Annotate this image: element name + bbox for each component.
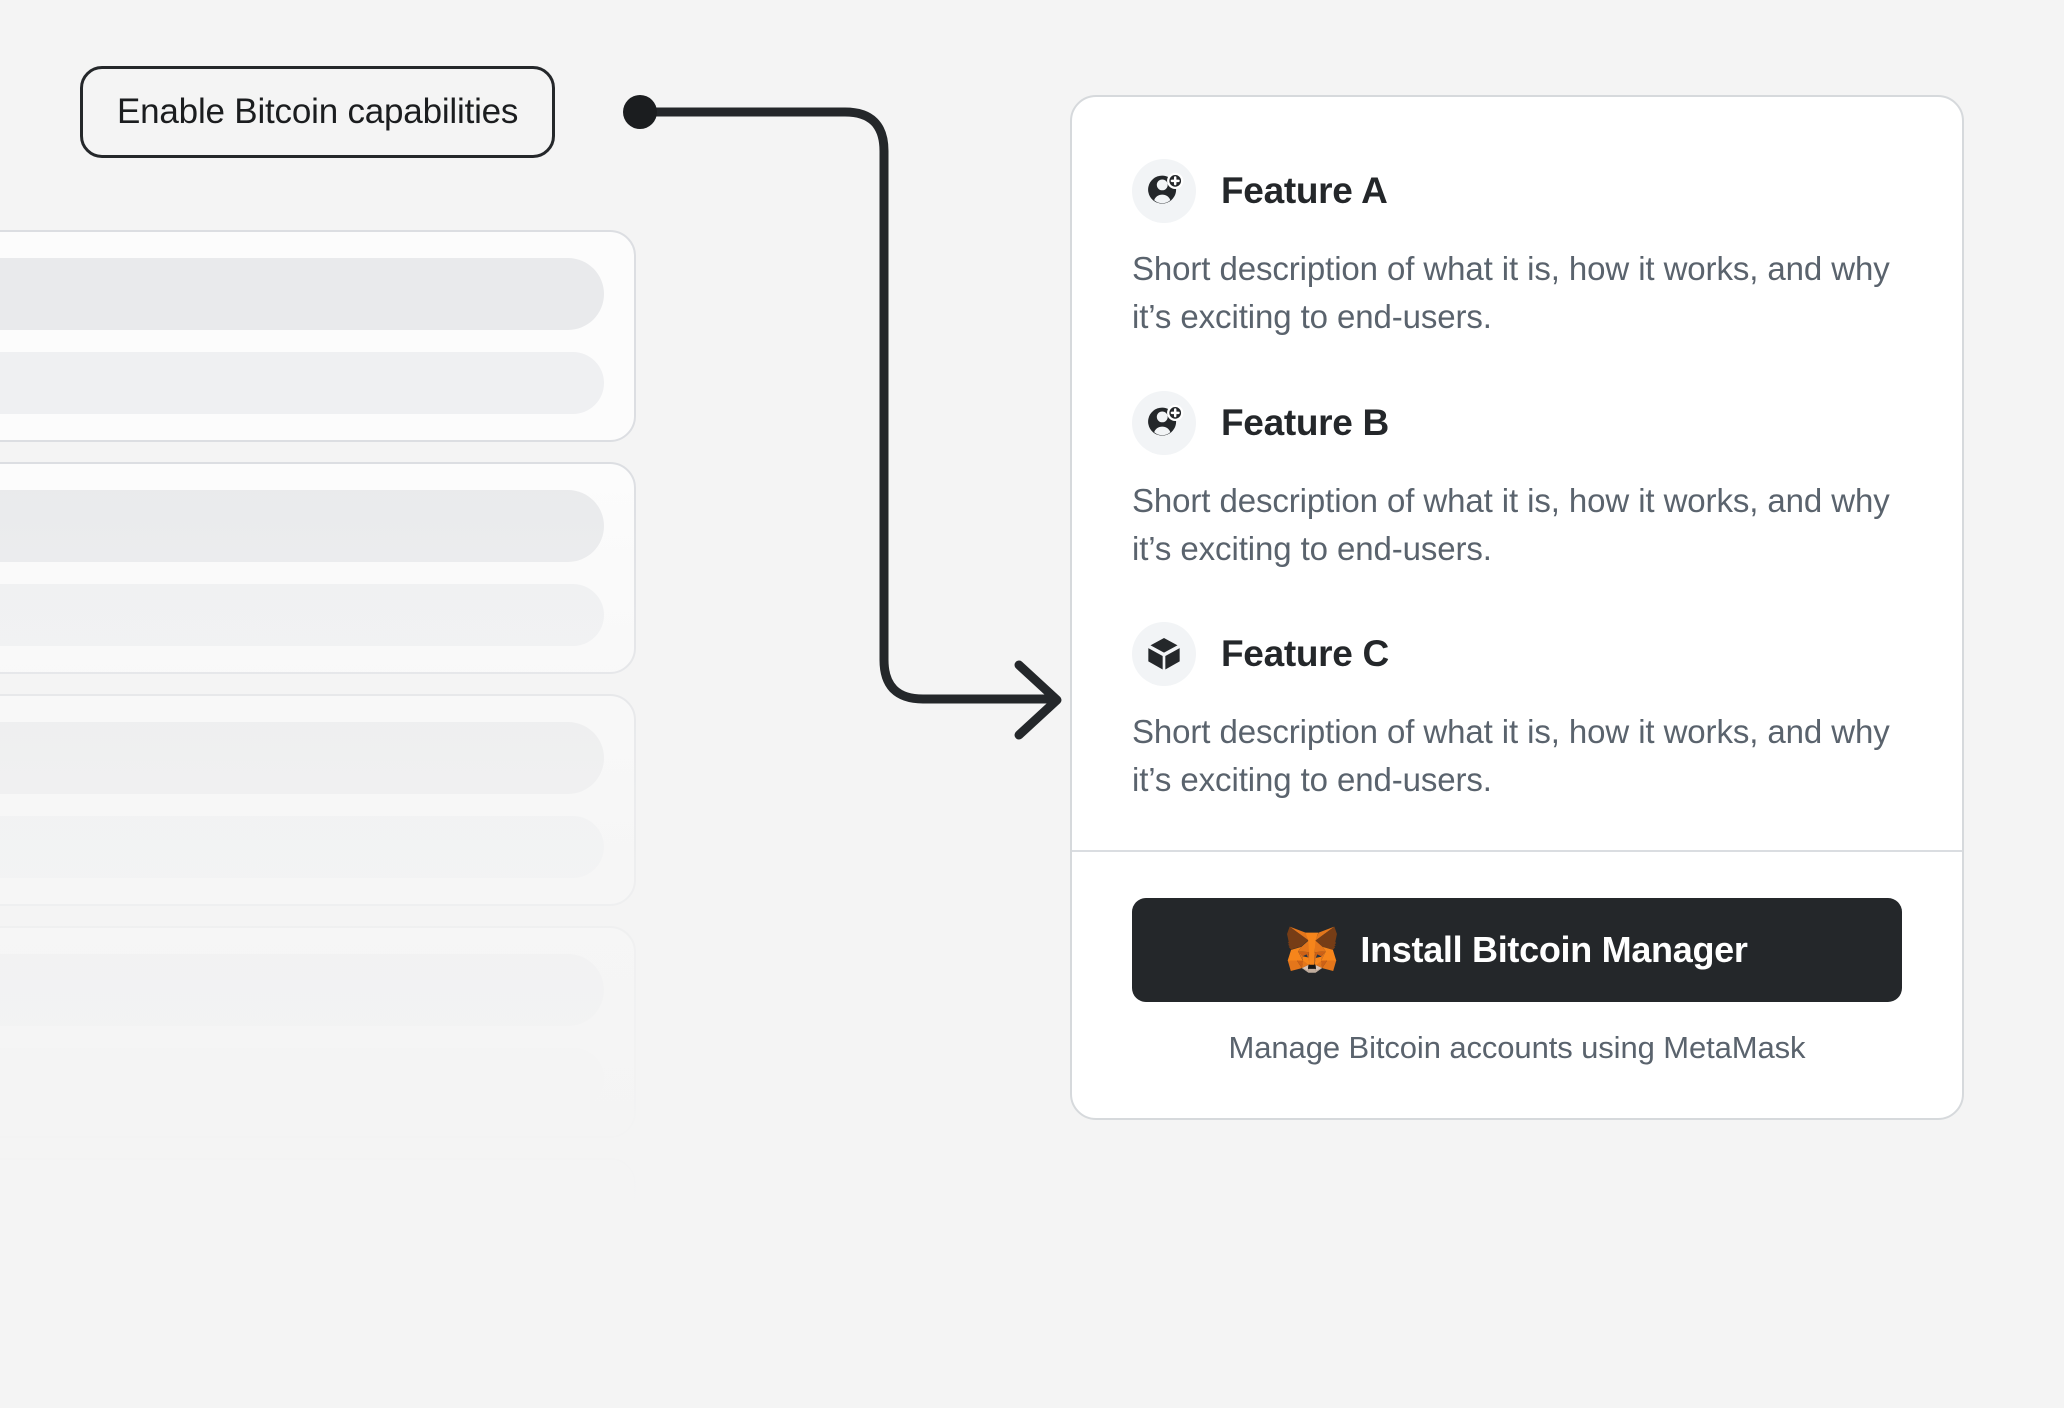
install-button-label: Install Bitcoin Manager bbox=[1360, 929, 1748, 971]
add-account-icon bbox=[1132, 159, 1196, 223]
install-caption: Manage Bitcoin accounts using MetaMask bbox=[1228, 1030, 1806, 1066]
feature-item-a: Feature A Short description of what it i… bbox=[1132, 159, 1902, 341]
card-footer: Install Bitcoin Manager Manage Bitcoin a… bbox=[1072, 852, 1962, 1118]
feature-description: Short description of what it is, how it … bbox=[1132, 713, 1890, 799]
skeleton-card-column bbox=[0, 230, 640, 1408]
metamask-fox-icon bbox=[1287, 926, 1338, 973]
skeleton-bar bbox=[0, 258, 604, 330]
skeleton-bar bbox=[0, 722, 604, 794]
skeleton-bar bbox=[0, 584, 604, 646]
feature-description: Short description of what it is, how it … bbox=[1132, 250, 1890, 335]
feature-header: Feature C bbox=[1132, 622, 1902, 687]
skeleton-card bbox=[0, 230, 636, 442]
skeleton-bar bbox=[0, 1280, 604, 1342]
add-account-icon bbox=[1132, 390, 1196, 455]
skeleton-card bbox=[0, 1158, 636, 1370]
arrowhead-icon bbox=[1014, 660, 1062, 740]
feature-title: Feature B bbox=[1221, 401, 1389, 443]
skeleton-card bbox=[0, 462, 636, 674]
connector-path bbox=[635, 107, 1057, 704]
skeleton-bar bbox=[0, 954, 604, 1026]
skeleton-card bbox=[0, 694, 636, 906]
feature-card: Feature A Short description of what it i… bbox=[1070, 95, 1964, 1121]
feature-description: Short description of what it is, how it … bbox=[1132, 481, 1890, 567]
cube-icon bbox=[1132, 622, 1196, 687]
feature-title: Feature A bbox=[1221, 170, 1388, 211]
feature-header: Feature A bbox=[1132, 159, 1902, 223]
connector-dot bbox=[623, 95, 657, 129]
skeleton-card bbox=[0, 926, 636, 1138]
skeleton-bar bbox=[0, 816, 604, 878]
feature-item-b: Feature B Short description of what it i… bbox=[1132, 390, 1902, 573]
skeleton-bar bbox=[0, 490, 604, 562]
skeleton-bar bbox=[0, 352, 604, 414]
callout-pill: Enable Bitcoin capabilities bbox=[80, 66, 556, 158]
card-divider bbox=[1072, 850, 1962, 853]
callout-label: Enable Bitcoin capabilities bbox=[117, 92, 519, 131]
skeleton-bar bbox=[0, 1186, 604, 1258]
feature-item-c: Feature C Short description of what it i… bbox=[1132, 622, 1902, 804]
skeleton-bar bbox=[0, 1048, 604, 1110]
feature-title: Feature C bbox=[1221, 633, 1389, 675]
feature-header: Feature B bbox=[1132, 390, 1902, 455]
feature-list: Feature A Short description of what it i… bbox=[1072, 97, 1962, 850]
install-bitcoin-manager-button[interactable]: Install Bitcoin Manager bbox=[1132, 898, 1902, 1003]
